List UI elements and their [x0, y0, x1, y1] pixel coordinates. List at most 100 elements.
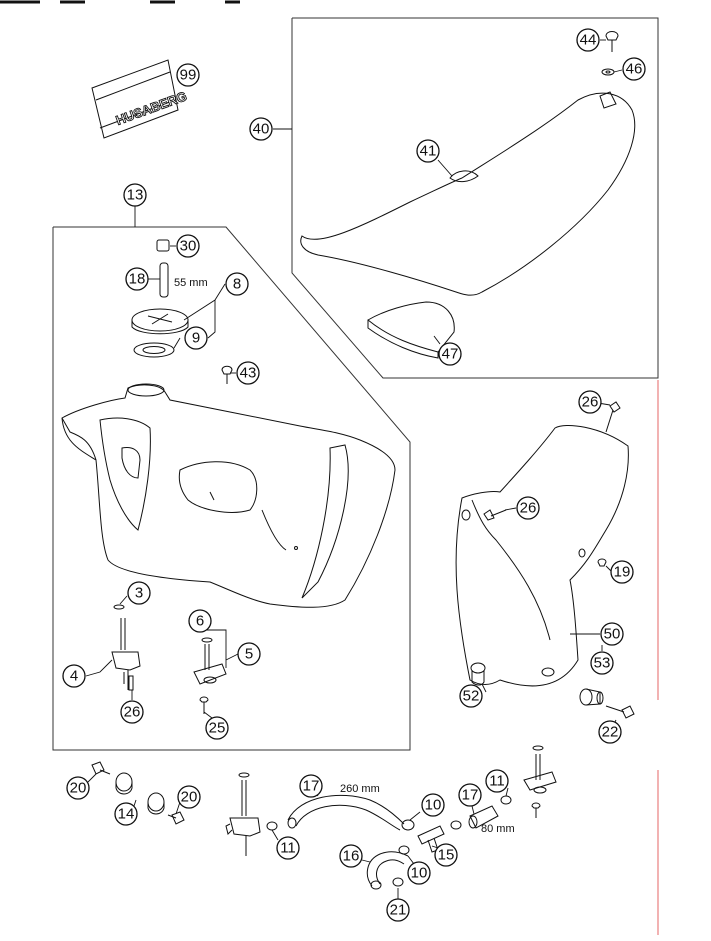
svg-text:44: 44	[580, 32, 597, 49]
callout-14: 14	[114, 802, 138, 826]
screw-20-right	[167, 811, 185, 825]
seat	[300, 91, 636, 296]
svg-text:14: 14	[118, 806, 135, 823]
svg-text:40: 40	[253, 121, 270, 138]
screw-bottom-right	[531, 802, 541, 818]
fuel-hose-short	[468, 805, 499, 829]
svg-text:52: 52	[463, 688, 480, 705]
dim-hose-long-length: 260 mm	[340, 783, 380, 795]
screw-22	[605, 705, 635, 719]
svg-text:46: 46	[626, 61, 643, 78]
callout-10-lower: 10	[407, 861, 431, 885]
callout-21: 21	[386, 898, 410, 922]
svg-text:26: 26	[582, 394, 599, 411]
svg-text:9: 9	[192, 330, 200, 347]
callout-17-long: 17	[299, 774, 323, 798]
callout-47: 47	[438, 342, 462, 366]
rubber-bushing	[115, 772, 133, 795]
svg-text:17: 17	[462, 787, 479, 804]
t-connector	[417, 825, 445, 853]
callout-6: 6	[188, 609, 212, 633]
svg-text:11: 11	[489, 773, 505, 790]
fuel-cap-gasket	[133, 342, 175, 358]
callout-11-right: 11	[485, 769, 509, 793]
callout-5: 5	[237, 642, 261, 666]
svg-text:4: 4	[70, 668, 78, 685]
hose-clamp-left	[266, 821, 278, 831]
tap-screw-left	[128, 675, 134, 691]
callout-4: 4	[62, 664, 86, 688]
fuel-tank	[61, 383, 396, 608]
callout-8: 8	[225, 272, 249, 296]
callout-99: 99	[176, 63, 200, 87]
svg-text:17: 17	[303, 778, 320, 795]
callout-16: 16	[339, 844, 363, 868]
callout-25: 25	[205, 716, 229, 740]
svg-text:6: 6	[196, 613, 204, 630]
vent-hose	[159, 262, 169, 298]
svg-text:3: 3	[135, 585, 143, 602]
hose-clamp-10-lower	[398, 845, 410, 855]
svg-text:10: 10	[425, 797, 442, 814]
side-cover-screw-19	[597, 558, 607, 567]
callout-18: 18	[125, 267, 149, 291]
svg-text:8: 8	[233, 276, 241, 293]
callout-26-tap: 26	[120, 700, 144, 724]
seat-washer	[601, 68, 615, 76]
callout-30: 30	[176, 234, 200, 258]
callout-20-left: 20	[66, 776, 90, 800]
seat-foam-pad	[367, 301, 455, 359]
tank-screw	[221, 365, 233, 384]
callout-53: 53	[590, 651, 614, 675]
svg-text:53: 53	[594, 655, 611, 672]
hose-clamp-mid	[450, 820, 462, 830]
svg-text:26: 26	[520, 500, 537, 517]
callout-46: 46	[622, 57, 646, 81]
callout-40: 40	[249, 117, 273, 141]
side-cover	[455, 424, 629, 687]
hose-clamp-10-upper	[401, 819, 415, 831]
callout-13: 13	[123, 183, 147, 207]
grommet-52	[470, 662, 486, 686]
rubber-bushing	[147, 792, 165, 815]
fuel-tap-right	[193, 637, 227, 685]
hose-clamp-21	[392, 877, 404, 887]
callout-17-short: 17	[458, 783, 482, 807]
callout-19: 19	[610, 560, 634, 584]
callout-41: 41	[416, 139, 440, 163]
callout-10-upper: 10	[421, 793, 445, 817]
callout-3: 3	[127, 581, 151, 605]
svg-text:5: 5	[245, 646, 253, 663]
fuel-tap-left	[111, 604, 141, 690]
svg-text:26: 26	[124, 704, 141, 721]
svg-text:20: 20	[70, 780, 87, 797]
svg-text:47: 47	[442, 346, 459, 363]
seat-screw	[605, 31, 619, 52]
side-cover-screw-middle	[483, 509, 507, 521]
bushing-53	[579, 688, 604, 706]
svg-text:30: 30	[180, 238, 197, 255]
callout-20-right: 20	[177, 785, 201, 809]
svg-text:15: 15	[438, 847, 455, 864]
svg-text:16: 16	[343, 848, 360, 865]
callout-44: 44	[576, 28, 600, 52]
fuel-hose-long	[287, 794, 405, 831]
callout-43: 43	[236, 361, 260, 385]
sticker-decal: HUSABERG	[91, 59, 189, 139]
fuel-hose-bend	[366, 851, 409, 890]
hose-clamp-right	[500, 795, 512, 805]
side-cover-screw-top	[605, 401, 621, 433]
fuel-tap-bottom-right	[523, 745, 557, 794]
callout-15: 15	[434, 843, 458, 867]
svg-text:20: 20	[181, 789, 198, 806]
callout-9: 9	[184, 326, 208, 350]
callout-52: 52	[459, 684, 483, 708]
screw-20-left	[91, 761, 111, 775]
dim-hose-short-length: 80 mm	[481, 823, 515, 835]
leader-lines	[85, 39, 623, 900]
svg-text:99: 99	[180, 67, 197, 84]
dim-vent-hose-length: 55 mm	[174, 277, 208, 289]
svg-text:50: 50	[604, 626, 621, 643]
vent-cap	[156, 239, 170, 252]
